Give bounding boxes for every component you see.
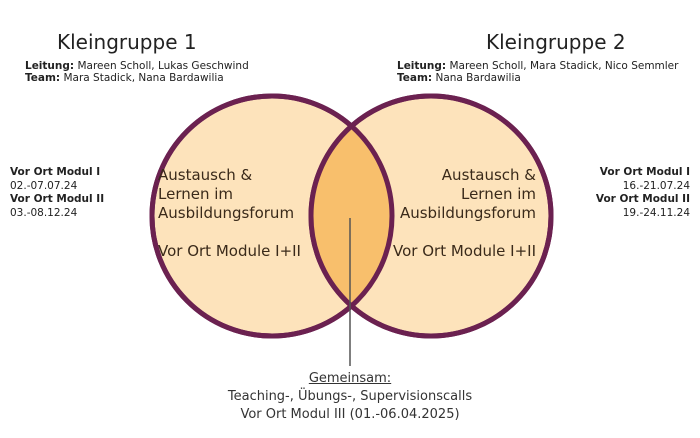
group1-meta: Leitung: Mareen Scholl, Lukas Geschwind … — [25, 60, 249, 84]
shared-text: Gemeinsam: Teaching-, Übungs-, Supervisi… — [150, 370, 550, 424]
group2-meta: Leitung: Mareen Scholl, Mara Stadick, Ni… — [397, 60, 678, 84]
group1-modul2-dates: 03.-08.12.24 — [10, 206, 78, 219]
group2-dates: Vor Ort Modul I 16.-21.07.24 Vor Ort Mod… — [596, 166, 690, 220]
shared-line2: Vor Ort Modul III (01.-06.04.2025) — [240, 407, 460, 422]
left-circle-outline — [149, 93, 395, 339]
group2-modul1-label: Vor Ort Modul I — [599, 166, 690, 178]
group1-team: Team: Mara Stadick, Nana Bardawilia — [25, 72, 224, 84]
group1-dates: Vor Ort Modul I 02.-07.07.24 Vor Ort Mod… — [10, 166, 104, 220]
group1-modul1-dates: 02.-07.07.24 — [10, 179, 78, 192]
group2-circle-text: Austausch & Lernen im Ausbildungsforum V… — [393, 166, 536, 260]
group2-modul2-dates: 19.-24.11.24 — [622, 206, 690, 219]
group2-leitung: Leitung: Mareen Scholl, Mara Stadick, Ni… — [397, 60, 679, 72]
group2-team: Team: Nana Bardawilia — [397, 72, 521, 84]
intersection-area — [311, 96, 392, 336]
shared-line1: Teaching-, Übungs-, Supervisionscalls — [227, 389, 473, 404]
group1-leitung: Leitung: Mareen Scholl, Lukas Geschwind — [25, 60, 249, 72]
right-circle-outline — [308, 93, 554, 339]
shared-heading: Gemeinsam: — [308, 371, 392, 386]
group1-modul2-label: Vor Ort Modul II — [10, 193, 105, 205]
group2-title: Kleingruppe 2 — [486, 30, 626, 54]
group2-modul2-label: Vor Ort Modul II — [595, 193, 690, 205]
group1-title: Kleingruppe 1 — [57, 30, 197, 54]
group1-circle-text: Austausch & Lernen im Ausbildungsforum V… — [158, 166, 301, 260]
group1-modul1-label: Vor Ort Modul I — [10, 166, 101, 178]
group2-modul1-dates: 16.-21.07.24 — [622, 179, 690, 192]
